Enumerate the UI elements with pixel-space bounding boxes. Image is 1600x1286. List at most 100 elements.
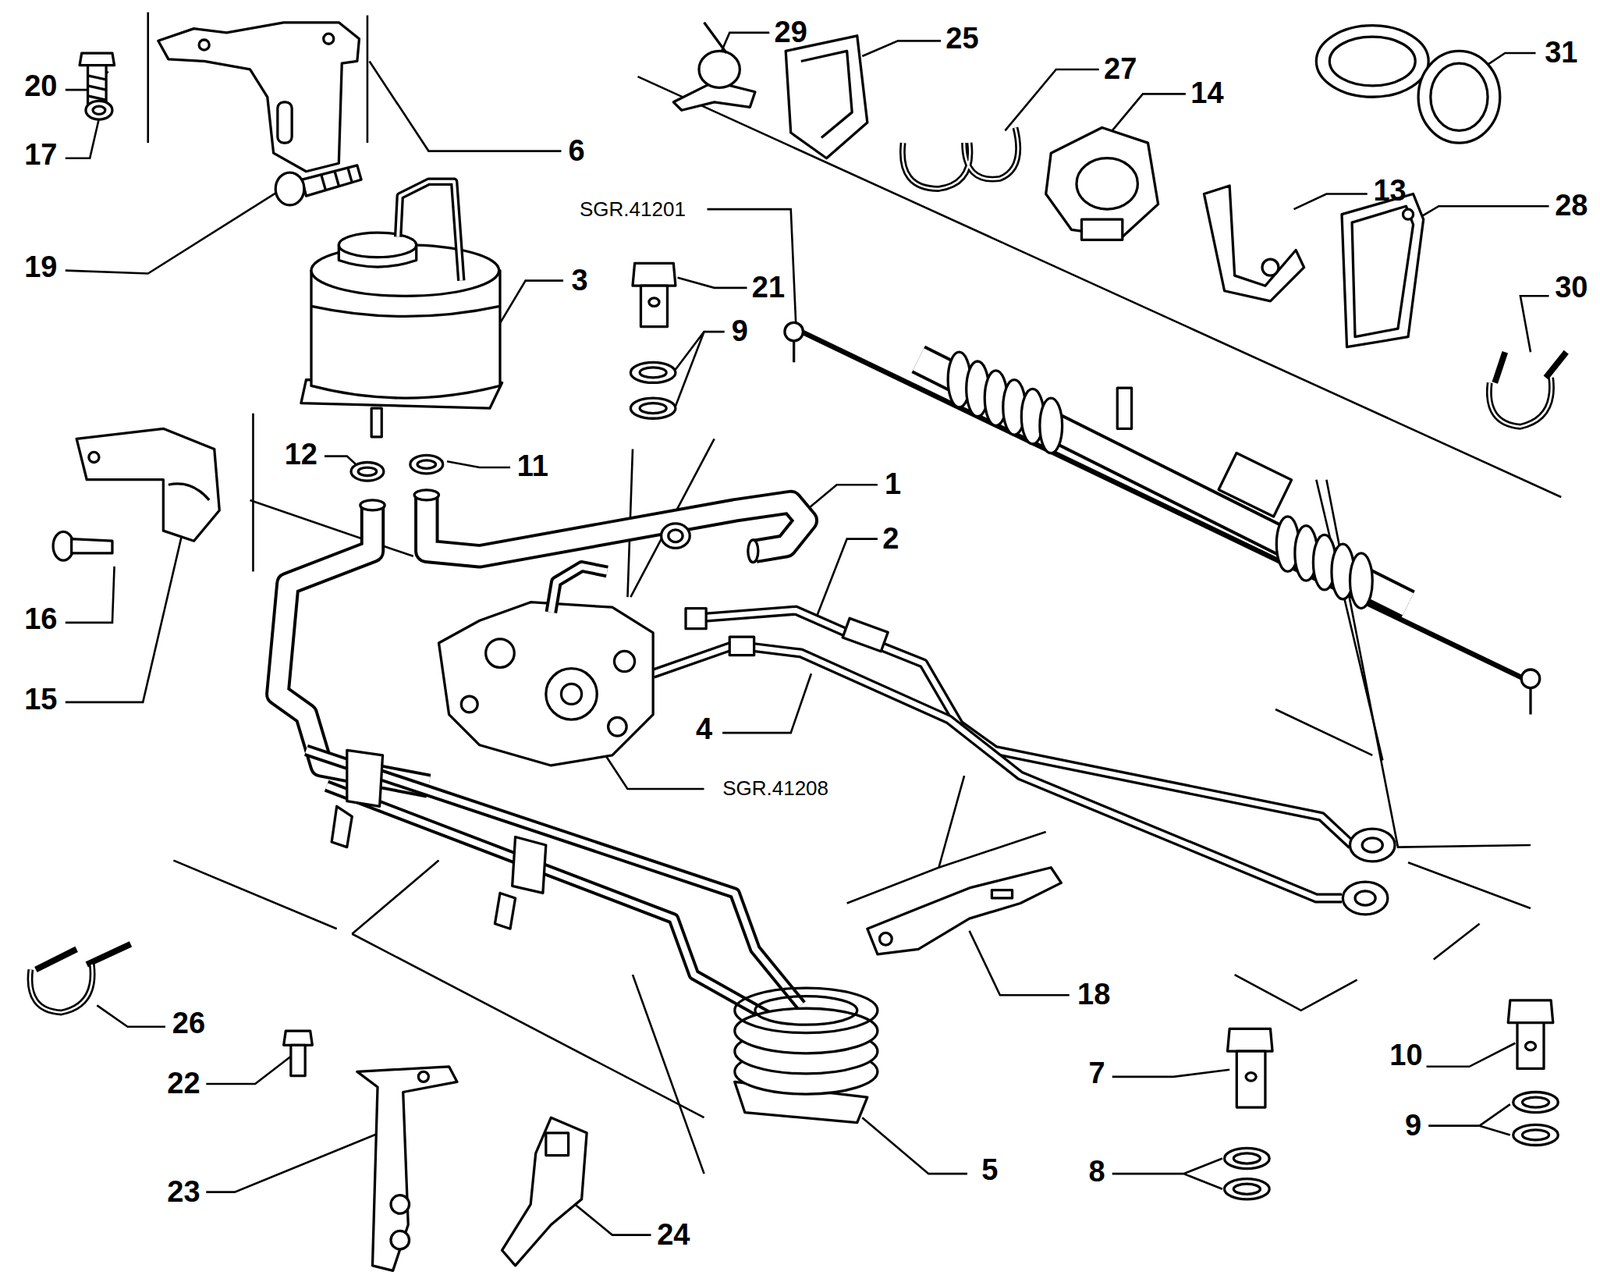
sealing-ring xyxy=(1513,1124,1559,1145)
callout-number: 6 xyxy=(567,134,585,168)
pipe-holder xyxy=(1203,185,1304,302)
steering-rack xyxy=(784,322,804,341)
leader-line xyxy=(492,280,565,338)
callout-number: 8 xyxy=(1089,1155,1106,1189)
pressure-pipe xyxy=(1362,837,1383,852)
steering-rack xyxy=(791,326,1531,682)
mounting-bracket xyxy=(158,22,360,172)
callout-number: 12 xyxy=(284,438,318,472)
callout-number: 10 xyxy=(1389,1039,1423,1072)
washer xyxy=(92,106,106,114)
hose-clamp xyxy=(351,461,384,481)
leader-line xyxy=(677,277,748,288)
leader-line xyxy=(65,566,115,623)
bracket xyxy=(88,451,100,462)
leader-line xyxy=(602,749,705,789)
cable-tie xyxy=(1430,63,1488,131)
sealing-ring xyxy=(630,361,676,419)
sealing-ring xyxy=(1513,1091,1559,1145)
bolt xyxy=(290,1044,306,1075)
callout-number: 14 xyxy=(1190,77,1224,110)
sealing-ring xyxy=(1522,1129,1550,1140)
cable-tie xyxy=(1418,50,1501,143)
hose-clip xyxy=(673,22,756,110)
steering-rack xyxy=(784,322,1540,714)
leader-line xyxy=(706,209,796,325)
steering-rack xyxy=(1117,387,1132,429)
pipe-holder xyxy=(1203,185,1304,302)
bolt xyxy=(275,172,305,206)
callout-number: 11 xyxy=(517,450,549,483)
leader-line xyxy=(65,191,278,274)
bolt xyxy=(275,165,362,206)
banjo-bolt xyxy=(1227,1028,1274,1107)
hose-clamp xyxy=(668,529,683,543)
callout-number: 30 xyxy=(1554,271,1588,305)
leader-line xyxy=(65,535,182,703)
bracket xyxy=(76,428,220,541)
callout-number: 26 xyxy=(172,1007,206,1040)
callout-number: 27 xyxy=(1103,53,1137,86)
callout-number: 15 xyxy=(24,683,57,717)
separator-line xyxy=(1234,974,1358,1011)
bracket xyxy=(879,932,893,945)
bracket xyxy=(357,1066,458,1271)
separator-line xyxy=(1326,479,1531,848)
bolt xyxy=(88,75,107,100)
sealing-ring xyxy=(639,403,667,414)
gasket xyxy=(1351,205,1413,337)
bracket xyxy=(991,890,1012,898)
fluid-reservoir xyxy=(371,407,382,437)
callout-number: 2 xyxy=(882,522,899,556)
return-pipe xyxy=(652,636,1388,915)
leader-line xyxy=(1294,194,1368,210)
banjo-bolt xyxy=(649,298,660,306)
banjo-bolt xyxy=(1507,1000,1554,1069)
bracket xyxy=(357,1066,458,1271)
hose-clip xyxy=(704,22,728,54)
banjo-bolt xyxy=(1245,1072,1256,1081)
return-hose xyxy=(277,500,430,786)
pipe-clip xyxy=(1489,351,1567,426)
return-pipe xyxy=(652,645,1342,898)
leader-line xyxy=(96,1004,166,1026)
callout-number: 3 xyxy=(571,264,588,298)
bolt xyxy=(79,53,114,104)
parts-illustration xyxy=(29,22,1566,1271)
leader-line xyxy=(1112,93,1186,131)
cooling-pipe xyxy=(326,785,776,1021)
leader-line xyxy=(65,32,1550,1235)
banjo-bolt xyxy=(640,285,667,327)
sealing-ring xyxy=(639,367,667,378)
callout-number: 5 xyxy=(981,1153,998,1187)
pressure-pipe xyxy=(1349,828,1395,862)
separator-line xyxy=(146,12,150,143)
callout-number: 16 xyxy=(24,603,57,636)
steering-rack xyxy=(1529,688,1532,715)
callout-number: 21 xyxy=(752,271,785,305)
pipe-holder xyxy=(1262,258,1279,276)
part-code: SGR.41208 xyxy=(722,776,829,800)
pipe-holder xyxy=(1081,219,1122,240)
steering-rack xyxy=(792,340,795,362)
callout-number: 7 xyxy=(1089,1057,1106,1090)
separator-line xyxy=(173,860,337,930)
steering-pump xyxy=(550,566,607,613)
hose-clip xyxy=(785,35,868,159)
cooling-coil xyxy=(734,987,878,1033)
steering-rack xyxy=(918,358,1409,604)
callout-number: 13 xyxy=(1372,174,1406,208)
mounting-bracket xyxy=(158,22,360,172)
steering-rack xyxy=(1039,397,1063,454)
hose-clip xyxy=(698,50,740,88)
fluid-reservoir xyxy=(397,181,462,281)
callout-number: 31 xyxy=(1544,36,1578,70)
bracket xyxy=(546,1132,569,1156)
bracket xyxy=(502,1117,588,1266)
separator-line xyxy=(250,500,414,557)
separator-line xyxy=(351,860,439,934)
sealing-ring xyxy=(1522,1096,1550,1107)
leader-line xyxy=(862,1117,968,1174)
